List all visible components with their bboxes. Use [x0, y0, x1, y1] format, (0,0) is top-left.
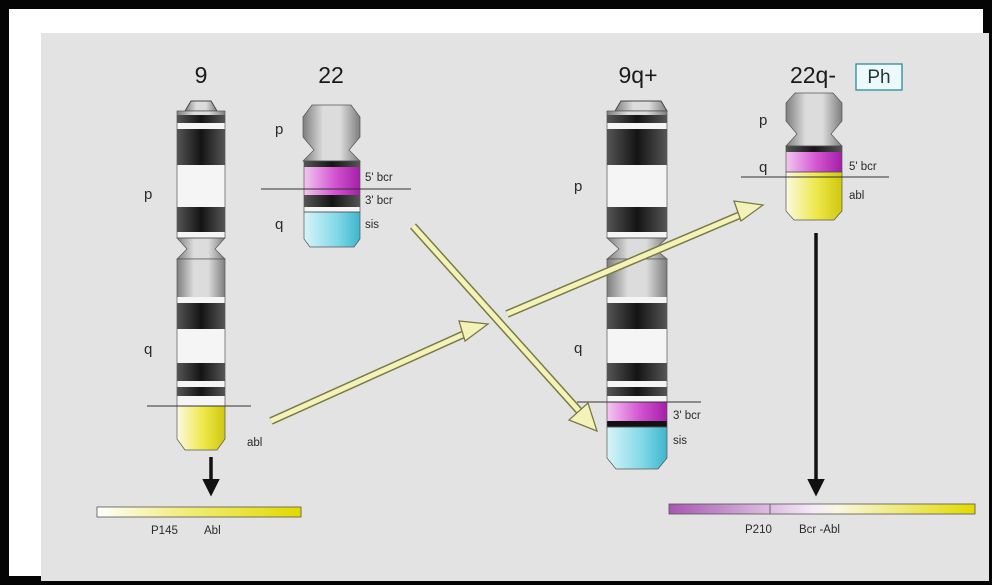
- chr9-band-dark: [177, 303, 225, 329]
- chr9-abl-label: abl: [247, 437, 262, 449]
- arrow-sis-to-9q-plus: [411, 224, 583, 415]
- chr9-band: [177, 123, 225, 129]
- protein-p210: P210 Bcr -Abl: [668, 233, 976, 536]
- der9-band-dark: [607, 115, 667, 123]
- der9-band-dark: [607, 207, 667, 232]
- chr22-p-arm: [302, 104, 361, 162]
- chr9-band-dark: [177, 129, 225, 165]
- chr22-sis-segment: [303, 211, 361, 248]
- der22-band-dark: [786, 146, 842, 152]
- chr9-band: [177, 232, 225, 238]
- der9-band-dark: [607, 129, 667, 165]
- chromosome-9: 9 p: [144, 62, 262, 451]
- der9-sis-segment: [606, 426, 668, 470]
- protein-p145: P145 Abl: [96, 457, 302, 537]
- chromosome-22-label: 22: [318, 62, 344, 88]
- chr9-band-dark: [177, 387, 225, 396]
- der22-q-arm-label: q: [759, 159, 767, 176]
- chr22-band-dark: [304, 195, 360, 207]
- arrow-head: [567, 401, 599, 433]
- chromosome-22q-minus: 22q- Ph p q 5' bcr abl: [741, 62, 903, 221]
- der22-abl-label: abl: [849, 190, 864, 202]
- der9-p-outline: [606, 110, 668, 239]
- chr9-q-arm-label: q: [144, 341, 152, 358]
- der9-band: [607, 396, 667, 402]
- chr22-bcr5-label: 5' bcr: [365, 172, 393, 184]
- chr22-sis-label: sis: [365, 219, 379, 231]
- chr22-bcr3-segment: [304, 181, 360, 195]
- der22-bcr5-segment: [786, 152, 842, 172]
- der9-band: [607, 232, 667, 238]
- der9-band: [607, 165, 667, 207]
- der9-band: [607, 123, 667, 129]
- der9-band-dark: [607, 387, 667, 396]
- arrow-abl-to-22q-minus: [506, 209, 748, 317]
- p145-bar: [96, 506, 302, 518]
- chr22-bcr3-label: 3' bcr: [365, 195, 393, 207]
- chromosome-9-label: 9: [195, 62, 208, 88]
- chr22-q-outline: [303, 160, 361, 213]
- translocation-diagram: 9 p: [96, 62, 976, 537]
- chr9-band: [177, 259, 225, 297]
- der9-band: [607, 111, 667, 115]
- arrow-head: [733, 200, 765, 223]
- ph-label: Ph: [867, 67, 890, 88]
- chromosome-22: 22 p q 5' bcr 3' bcr sis: [261, 62, 411, 248]
- chr22-band: [304, 207, 360, 212]
- der9-bcr3-segment: [607, 402, 667, 421]
- der9-band: [607, 297, 667, 303]
- der9-q-arm-label: q: [574, 340, 582, 357]
- der22-p-arm-label: p: [759, 112, 767, 129]
- der9-band-dark: [607, 421, 667, 427]
- chr9-band-dark: [177, 207, 225, 232]
- der9-sis-label: sis: [673, 435, 687, 447]
- chr22-q-arm-label: q: [275, 216, 283, 233]
- chromosome-22q-minus-label: 22q-: [790, 62, 836, 88]
- der9-band-dark: [607, 363, 667, 381]
- diagram-panel: 9 p: [41, 33, 989, 581]
- chr9-p-tip: [184, 100, 218, 112]
- der9-bcr3-label: 3' bcr: [673, 410, 701, 422]
- chr9-band: [177, 165, 225, 207]
- chr22-bcr5-segment: [304, 167, 360, 181]
- der9-p-arm-label: p: [574, 178, 582, 195]
- der22-p-arm: [785, 92, 843, 147]
- chr9-band: [177, 396, 225, 406]
- chr22-band-dark: [304, 161, 360, 167]
- p145-gene: Abl: [204, 525, 221, 537]
- ph-box: [855, 63, 903, 91]
- arrow-head: [458, 320, 490, 343]
- chr9-centromere: [176, 237, 226, 260]
- p210-bar: [668, 503, 976, 515]
- chr9-p-arm-label: p: [144, 186, 152, 203]
- p210-name: P210: [745, 524, 772, 536]
- chr9-band-dark: [177, 115, 225, 123]
- der9-band: [607, 329, 667, 363]
- translocation-arrows: [269, 200, 765, 433]
- der9-band-dark: [607, 303, 667, 329]
- chr9-abl-segment: [176, 405, 226, 451]
- arrow-abl-from-9: [269, 328, 473, 424]
- chr9-p-outline: [176, 110, 226, 239]
- der22-bcr5-label: 5' bcr: [849, 161, 877, 173]
- der22-abl-segment: [785, 171, 843, 221]
- chr22-p-arm-label: p: [275, 121, 283, 138]
- chr9-band: [177, 329, 225, 363]
- chromosome-9q-plus-label: 9q+: [618, 62, 657, 88]
- der9-p-tip: [614, 100, 668, 112]
- p145-name: P145: [151, 525, 178, 537]
- chromosome-9q-plus: 9q+: [574, 62, 701, 470]
- chr9-band: [177, 381, 225, 387]
- chr9-band-dark: [177, 363, 225, 381]
- der22-q-outline: [785, 145, 843, 173]
- p210-gene: Bcr -Abl: [799, 524, 840, 536]
- chr9-band: [177, 111, 225, 115]
- der9-band: [607, 381, 667, 387]
- chr9-band: [177, 297, 225, 303]
